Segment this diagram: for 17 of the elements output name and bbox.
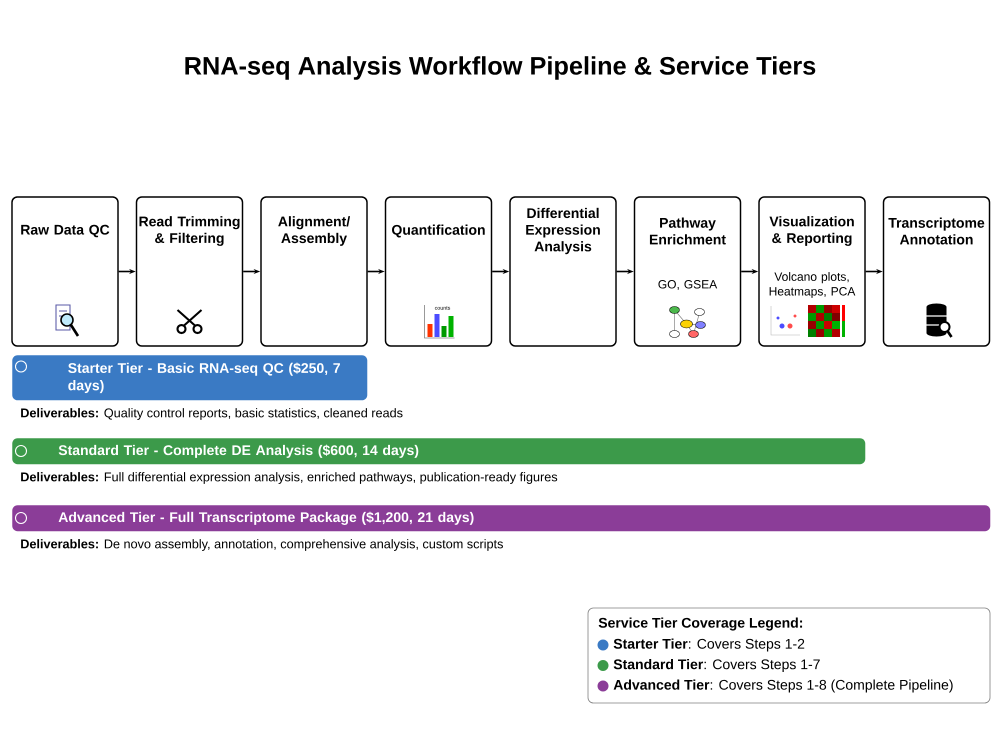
process-box: Pathway Enrichment GO, GSEA	[634, 196, 742, 347]
tier-bar: Standard Tier - Complete DE Analysis ($600, 14 days)	[12, 438, 866, 464]
title: RNA-seq Analysis Workflow Pipeline & Service Tiers	[185, 56, 816, 80]
legend-entry: Starter Tier: Covers Steps 1-2	[614, 638, 804, 652]
tier-bar: Advanced Tier - Full Transcriptome Package ($1,200, 21 days)	[12, 505, 990, 532]
process-box: Raw Data QC	[11, 196, 119, 347]
deliverables-text: Deliverables: Full differential expression analysis, enriched pathways, publication-ready figures	[21, 472, 558, 484]
legend-entry: Advanced Tier: Covers Steps 1-8 (Complete Pipeline)	[614, 679, 953, 693]
deliverables-text: Deliverables: De novo assembly, annotation, comprehensive analysis, custom scripts	[21, 539, 503, 551]
tier-bar: Starter Tier - Basic RNA-seq QC ($250, 7 days)	[12, 355, 368, 400]
deliverables-text: Deliverables: Quality control reports, basic statistics, cleaned reads	[21, 408, 403, 420]
legend-entry: Standard Tier: Covers Steps 1-7	[614, 658, 820, 672]
process-box: Alignment/ Assembly	[260, 196, 368, 347]
process-box: Transcriptome Annotation	[882, 196, 990, 347]
process-box: Visualization & Reporting Volcano plots, Heatmaps, PCA	[758, 196, 866, 347]
process-box: Read Trimming & Filtering	[136, 196, 244, 347]
process-box: Differential Expression Analysis	[509, 196, 617, 347]
